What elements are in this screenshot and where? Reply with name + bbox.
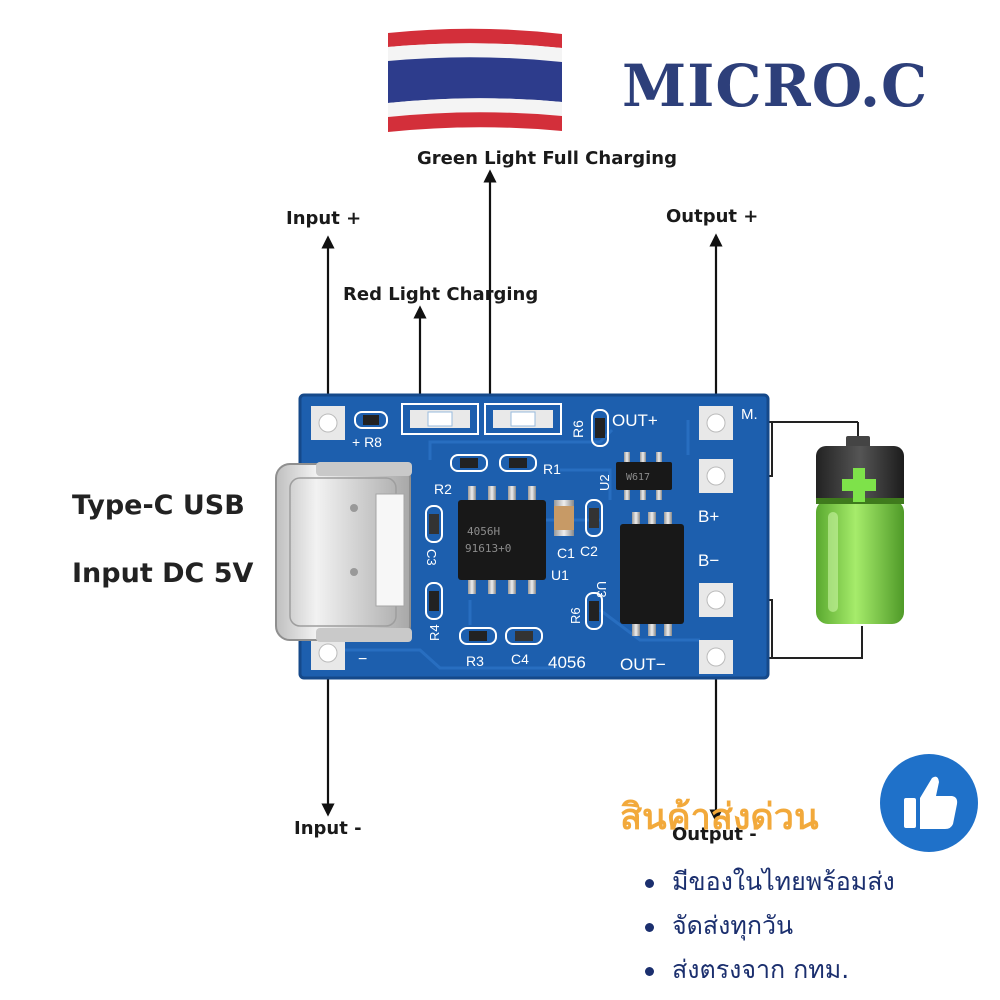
silk-r4: R4 [427, 624, 442, 641]
silk-out-plus: OUT+ [612, 411, 658, 430]
promo-title: สินค้าส่งด่วน [620, 797, 819, 838]
label-input-plus: Input + [286, 208, 362, 229]
led-indicators [401, 403, 562, 435]
silk-u2: U2 [597, 474, 612, 491]
usb-c-connector[interactable] [275, 462, 412, 642]
promo-bullets: มีของในไทยพร้อมส่ง จัดส่งทุกวัน ส่งตรงจา… [645, 860, 895, 992]
smd-components [354, 409, 609, 645]
bullet-dot [645, 878, 654, 888]
silk-c1: C1 [557, 545, 575, 561]
thailand-flag-icon [388, 28, 562, 132]
silk-r3: R3 [466, 653, 484, 669]
silk-model: 4056 [548, 653, 586, 672]
chip-marking-line2: 91613+0 [465, 542, 511, 555]
thumbs-up-icon [880, 754, 978, 852]
label-green-light: Green Light Full Charging [417, 148, 677, 169]
silk-r2: R2 [434, 481, 452, 497]
silk-m: M. [741, 406, 758, 423]
promo-bullet: มีของในไทยพร้อมส่ง [645, 860, 895, 904]
silk-minus: − [358, 651, 367, 668]
silk-r6-top: R6 [570, 420, 586, 438]
silk-r8: + R8 [352, 434, 382, 450]
pads [311, 406, 733, 674]
silk-r6: R6 [568, 607, 583, 624]
promo-bullet-text: มีของในไทยพร้อมส่ง [672, 867, 895, 896]
bullet-dot [645, 922, 654, 932]
u2-chip-marking: W617 [626, 472, 650, 483]
silk-b-plus: B+ [698, 507, 719, 526]
label-type-c: Type-C USB [72, 490, 245, 521]
u2-ic [616, 452, 672, 500]
silk-u1: U1 [551, 567, 569, 583]
brand-logo: MICRO.C [622, 52, 929, 120]
silk-r1: R1 [543, 461, 561, 477]
u3-ic [620, 512, 684, 636]
promo-bullet: ส่งตรงจาก กทม. [645, 948, 895, 992]
battery-icon [816, 436, 904, 624]
pcb-board [275, 393, 770, 680]
label-input-dc: Input DC 5V [72, 558, 254, 589]
main-ic [458, 486, 546, 594]
label-input-minus: Input - [294, 818, 362, 839]
silk-b-minus: B− [698, 551, 719, 570]
label-output-plus: Output + [666, 206, 759, 227]
silk-c2: C2 [580, 543, 598, 559]
label-output-minus: Output - [672, 824, 757, 845]
silk-c3: C3 [424, 549, 439, 566]
silk-u3: U3 [594, 581, 609, 598]
silk-c4: C4 [511, 651, 529, 667]
chip-marking-line1: 4056H [467, 525, 500, 538]
promo-bullet: จัดส่งทุกวัน [645, 904, 895, 948]
label-red-light: Red Light Charging [343, 284, 539, 305]
promo-bullet-text: จัดส่งทุกวัน [672, 911, 794, 940]
bullet-dot [645, 966, 654, 976]
promo-bullet-text: ส่งตรงจาก กทม. [672, 955, 850, 984]
silk-out-minus: OUT− [620, 655, 666, 674]
silkscreen: + R8 R6 OUT+ M. R1 R2 U2 C3 C1 C2 U1 B+ … [352, 406, 758, 674]
